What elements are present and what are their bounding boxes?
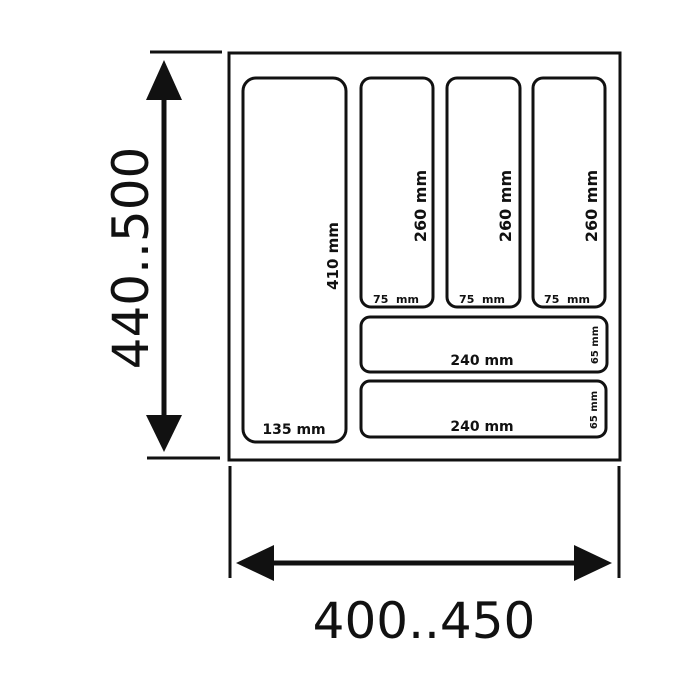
horizontal-compartment-2-width-label: 65 mm: [589, 391, 600, 429]
small-compartment-2-width-label: 75 mm: [459, 293, 505, 306]
compartment-large: [241, 76, 348, 444]
depth-dimension-label: 440..500: [102, 147, 160, 370]
width-arrow-left: [236, 545, 274, 581]
small-compartment-3-length-label: 260 mm: [582, 170, 601, 242]
horizontal-compartment-1-width-label: 65 mm: [590, 326, 601, 364]
horizontal-compartment-2-length-label: 240 mm: [450, 419, 513, 435]
small-compartment-2-length-label: 260 mm: [496, 170, 515, 242]
small-compartment-1-width-label: 75 mm: [373, 293, 419, 306]
small-compartment-1-length-label: 260 mm: [411, 170, 430, 242]
compartment-small-3: [531, 76, 607, 309]
depth-arrow-top: [146, 60, 182, 100]
tray-outline: [227, 51, 622, 462]
small-compartment-3-width-label: 75 mm: [544, 293, 590, 306]
large-compartment-length-label: 410 mm: [324, 222, 342, 290]
large-compartment-width-label: 135 mm: [262, 422, 325, 438]
width-arrow-right: [574, 545, 612, 581]
depth-arrow-bottom: [146, 415, 182, 452]
width-dimension-label: 400..450: [313, 592, 536, 650]
compartment-small-2: [445, 76, 522, 309]
horizontal-compartment-1-length-label: 240 mm: [450, 353, 513, 369]
compartment-horizontal-2: [359, 379, 608, 439]
compartment-small-1: [359, 76, 435, 309]
compartment-horizontal-1: [359, 315, 609, 374]
